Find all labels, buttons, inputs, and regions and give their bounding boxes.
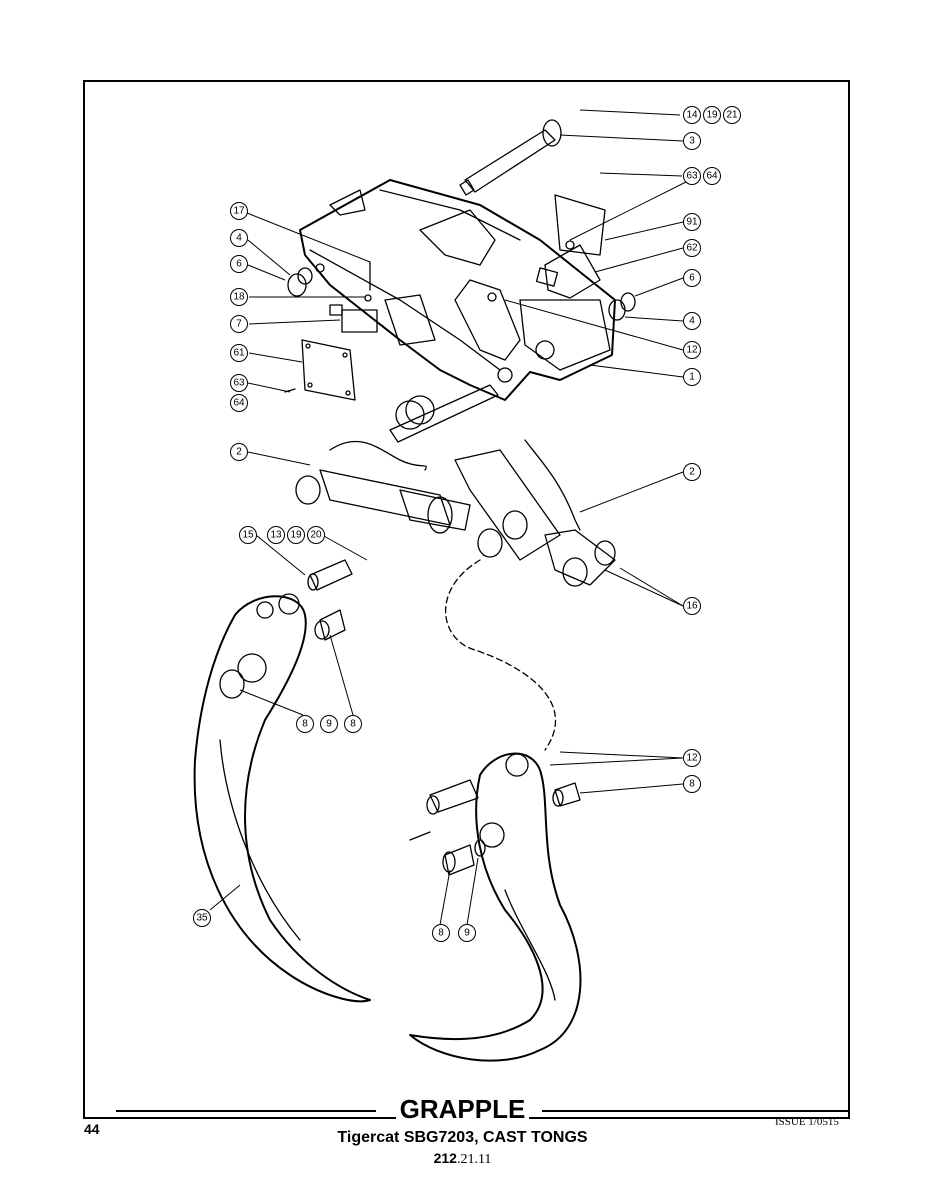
callout-7: 7 — [230, 315, 248, 333]
page-title: GRAPPLE — [0, 1094, 925, 1124]
issue-label: ISSUE 1/0515 — [775, 1116, 839, 1128]
right-bushing-part — [608, 292, 636, 321]
grapple-frame-part — [299, 179, 616, 401]
leader-lines — [209, 109, 691, 926]
rotator-part — [454, 449, 561, 561]
svg-text:63: 63 — [233, 378, 245, 389]
section-code-bold: 212 — [433, 1150, 457, 1166]
callout-2-right: 2 — [683, 463, 701, 481]
callout-8-bottom: 8 — [432, 924, 450, 942]
callout-64-left: 64 — [230, 394, 248, 412]
callout-35: 35 — [193, 909, 211, 927]
tong-arm-left-part — [193, 593, 371, 1003]
section-code-rest: .21.11 — [456, 1152, 492, 1167]
svg-text:14: 14 — [686, 110, 698, 121]
callout-6-left: 6 — [230, 255, 248, 273]
callout-64-top: 64 — [703, 167, 721, 185]
hidden-line — [445, 559, 557, 751]
svg-text:2: 2 — [689, 467, 695, 478]
svg-text:7: 7 — [236, 319, 242, 330]
page-title-text: GRAPPLE — [395, 1094, 530, 1124]
callout-12-top: 12 — [683, 341, 701, 359]
svg-text:19: 19 — [706, 110, 718, 121]
svg-text:8: 8 — [689, 779, 695, 790]
callout-63-left: 63 — [230, 374, 248, 392]
svg-text:62: 62 — [686, 243, 698, 254]
callout-17: 17 — [230, 202, 248, 220]
svg-text:15: 15 — [242, 530, 254, 541]
callout-19-mid: 19 — [287, 526, 305, 544]
left-cylinder-part — [295, 440, 471, 534]
callout-8-left-a: 8 — [296, 715, 314, 733]
valve-block-part — [329, 261, 378, 333]
svg-text:12: 12 — [686, 753, 698, 764]
callout-9-left: 9 — [320, 715, 338, 733]
svg-text:12: 12 — [686, 345, 698, 356]
callout-18: 18 — [230, 288, 248, 306]
svg-text:4: 4 — [236, 233, 242, 244]
svg-text:9: 9 — [326, 719, 332, 730]
svg-text:16: 16 — [686, 601, 698, 612]
callout-63-top: 63 — [683, 167, 701, 185]
callout-62: 62 — [683, 239, 701, 257]
svg-text:18: 18 — [233, 292, 245, 303]
svg-text:9: 9 — [464, 928, 470, 939]
callout-20: 20 — [307, 526, 325, 544]
left-bushing-part — [287, 267, 313, 297]
callout-21: 21 — [723, 106, 741, 124]
pin-part — [459, 119, 562, 196]
section-code: 212.21.11 — [0, 1150, 925, 1168]
callout-2-left: 2 — [230, 443, 248, 461]
cover-plates-part — [535, 194, 606, 299]
callout-91: 91 — [683, 213, 701, 231]
callout-61: 61 — [230, 344, 248, 362]
callout-3: 3 — [683, 132, 701, 150]
svg-text:20: 20 — [310, 530, 322, 541]
svg-text:17: 17 — [233, 206, 245, 217]
callout-16: 16 — [683, 597, 701, 615]
svg-text:35: 35 — [196, 913, 208, 924]
footer-rule-right — [542, 1110, 850, 1112]
shaft-part — [389, 384, 499, 443]
callout-19: 19 — [703, 106, 721, 124]
callout-9-bottom: 9 — [458, 924, 476, 942]
footer-rule-left — [116, 1110, 376, 1112]
svg-text:2: 2 — [236, 447, 242, 458]
page-number: 44 — [84, 1121, 100, 1137]
svg-text:8: 8 — [350, 719, 356, 730]
svg-text:64: 64 — [233, 398, 245, 409]
page-subtitle: Tigercat SBG7203, CAST TONGS — [337, 1129, 588, 1146]
callout-8-left-b: 8 — [344, 715, 362, 733]
svg-text:6: 6 — [689, 273, 695, 284]
callout-14: 14 — [683, 106, 701, 124]
svg-text:1: 1 — [689, 372, 695, 383]
svg-text:13: 13 — [270, 530, 282, 541]
pin-15-part — [307, 559, 353, 641]
svg-text:61: 61 — [233, 348, 245, 359]
callout-13: 13 — [267, 526, 285, 544]
cover-plate-61-part — [284, 339, 356, 401]
callout-4-right: 4 — [683, 312, 701, 330]
svg-text:64: 64 — [706, 171, 718, 182]
callout-15: 15 — [239, 526, 257, 544]
svg-text:6: 6 — [236, 259, 242, 270]
svg-text:8: 8 — [438, 928, 444, 939]
callout-8-right: 8 — [683, 775, 701, 793]
svg-text:8: 8 — [302, 719, 308, 730]
callout-1: 1 — [683, 368, 701, 386]
svg-text:4: 4 — [689, 316, 695, 327]
svg-text:21: 21 — [726, 110, 738, 121]
callout-12-bottom: 12 — [683, 749, 701, 767]
svg-text:3: 3 — [689, 136, 695, 147]
svg-text:19: 19 — [290, 530, 302, 541]
svg-text:63: 63 — [686, 171, 698, 182]
svg-text:91: 91 — [686, 217, 698, 228]
right-cylinder-part — [524, 439, 616, 587]
callout-6-right: 6 — [683, 269, 701, 287]
callout-4-left: 4 — [230, 229, 248, 247]
tong-arm-right-part — [409, 752, 582, 1062]
right-tong-hardware-part — [409, 779, 581, 876]
